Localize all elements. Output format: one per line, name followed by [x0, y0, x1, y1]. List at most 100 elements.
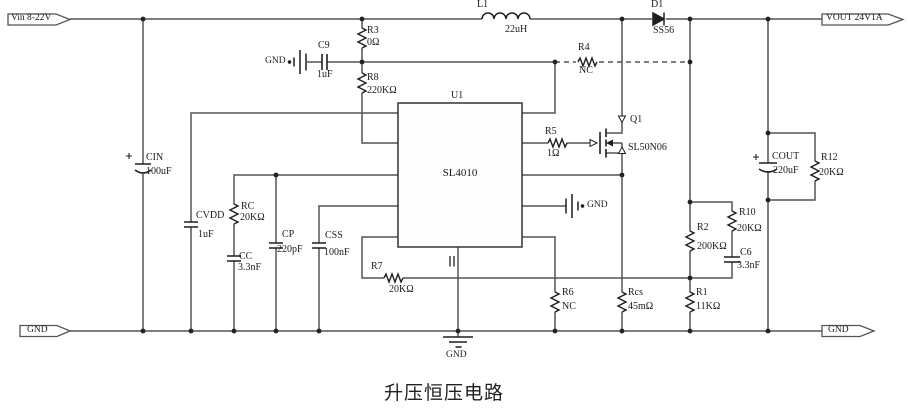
terminal-gnd-left: [19, 324, 72, 338]
label-css-ref: CSS: [325, 230, 343, 241]
capacitor-cp: [269, 242, 283, 249]
label-r1-value: 11KΩ: [696, 301, 721, 312]
label-r6-ref: R6: [562, 287, 574, 298]
label-gnd-bottom: GND: [446, 350, 467, 360]
capacitor-css: [312, 242, 326, 249]
inductor-l1-symbol: [481, 12, 531, 20]
wire-net: [70, 18, 823, 337]
capacitor-cvdd: [184, 221, 198, 228]
label-r6-value: NC: [562, 301, 576, 312]
capacitor-c9: [321, 54, 328, 70]
label-rc-ref: RC: [241, 201, 255, 212]
label-c9-value: 1uF: [317, 69, 333, 80]
label-u1-ref: U1: [451, 90, 464, 101]
label-cvdd-ref: CVDD: [196, 210, 225, 221]
label-l1-ref: L1: [477, 0, 489, 10]
label-r8-ref: R8: [367, 72, 379, 83]
label-r2-value: 200KΩ: [697, 241, 727, 252]
label-cout-value: 220uF: [773, 165, 799, 176]
wires: [70, 18, 823, 337]
gnd-symbol-c9: [287, 50, 307, 74]
resistor-r1: [684, 291, 696, 313]
terminal-vout: [821, 13, 905, 26]
label-cp-value: 220pF: [277, 244, 303, 255]
label-cp-ref: CP: [282, 229, 295, 240]
capacitor-cout-plus: [753, 154, 759, 160]
label-c6-ref: C6: [740, 247, 752, 258]
label-r4-ref: R4: [578, 42, 590, 53]
label-cc-ref: CC: [239, 251, 253, 262]
capacitor-cout: [758, 162, 778, 173]
resistor-r5: [547, 137, 568, 149]
label-cvdd-value: 1uF: [198, 229, 214, 240]
gnd-symbol-ic: [565, 194, 585, 218]
terminal-gnd-right: [821, 324, 876, 338]
label-r7-value: 20KΩ: [389, 284, 414, 295]
drain-pin-marker: [617, 115, 627, 124]
label-r10-ref: R10: [739, 207, 756, 218]
label-r7-ref: R7: [371, 261, 383, 272]
terminal-vin-label: Vin 8-22V: [11, 13, 52, 23]
resistor-r6: [549, 291, 561, 313]
label-r10-value: 20KΩ: [737, 223, 762, 234]
label-r5-value: 1Ω: [547, 148, 560, 159]
label-r12-ref: R12: [821, 152, 838, 163]
resistor-r3: [356, 27, 368, 49]
label-gnd-ic: GND: [587, 200, 608, 210]
terminal-tags: [7, 13, 905, 338]
label-cout-ref: COUT: [772, 151, 800, 162]
diode-d1-symbol: [652, 11, 666, 27]
capacitor-c6: [724, 256, 740, 263]
label-r3-ref: R3: [367, 25, 379, 36]
mosfet-q1-symbol: [589, 115, 627, 158]
label-r1-ref: R1: [696, 287, 708, 298]
resistor-r4: [577, 56, 598, 68]
resistor-r7: [383, 272, 404, 284]
label-r12-value: 20KΩ: [819, 167, 844, 178]
label-cin-ref: CIN: [146, 152, 164, 163]
capacitor-cc: [227, 255, 241, 262]
ic-pad-mark: [449, 256, 455, 267]
label-q1-ref: Q1: [630, 114, 643, 125]
label-c6-value: 3.3nF: [737, 260, 761, 271]
label-d1-part: SS56: [653, 25, 675, 36]
label-rcs-ref: Rcs: [628, 287, 643, 298]
gate-wire-arrow: [589, 138, 599, 148]
terminal-vin: [7, 13, 72, 26]
label-cin-value: 100uF: [146, 166, 172, 177]
resistor-r2: [684, 230, 696, 252]
capacitors: [126, 54, 778, 263]
gnd-symbol-earth: [443, 336, 473, 348]
ic-u1-body: [397, 102, 523, 248]
mosfet-body-arrow: [606, 139, 613, 147]
junction-dots: [140, 16, 771, 334]
label-cc-value: 3.3nF: [238, 262, 262, 273]
label-l1-value: 22uH: [505, 24, 528, 35]
label-d1-ref: D1: [651, 0, 664, 10]
schematic-title: 升压恒压电路: [383, 383, 504, 404]
resistor-rc: [228, 203, 240, 225]
terminal-gnd-right-label: GND: [828, 325, 849, 335]
resistor-r10: [726, 210, 738, 232]
label-rcs-value: 45mΩ: [628, 301, 654, 312]
label-r5-ref: R5: [545, 126, 557, 137]
label-css-value: 100nF: [324, 247, 350, 258]
label-u1-part: SL4010: [442, 167, 478, 179]
label-c9-ref: C9: [318, 40, 330, 51]
resistor-r12: [809, 160, 821, 182]
label-r3-value: 0Ω: [367, 37, 380, 48]
label-r2-ref: R2: [697, 222, 709, 233]
capacitor-cin-plus: [126, 153, 132, 159]
label-r8-value: 220KΩ: [367, 85, 397, 96]
resistors: [228, 27, 821, 313]
terminal-vout-label: VOUT 24V1A: [826, 13, 883, 23]
resistor-r8: [356, 72, 368, 94]
label-gnd-c9: GND: [265, 56, 286, 66]
label-q1-part: SL50N06: [628, 142, 667, 153]
resistor-rcs: [616, 291, 628, 313]
label-r4-value: NC: [579, 65, 593, 76]
capacitor-cin: [134, 163, 152, 174]
label-rc-value: 20KΩ: [240, 212, 265, 223]
